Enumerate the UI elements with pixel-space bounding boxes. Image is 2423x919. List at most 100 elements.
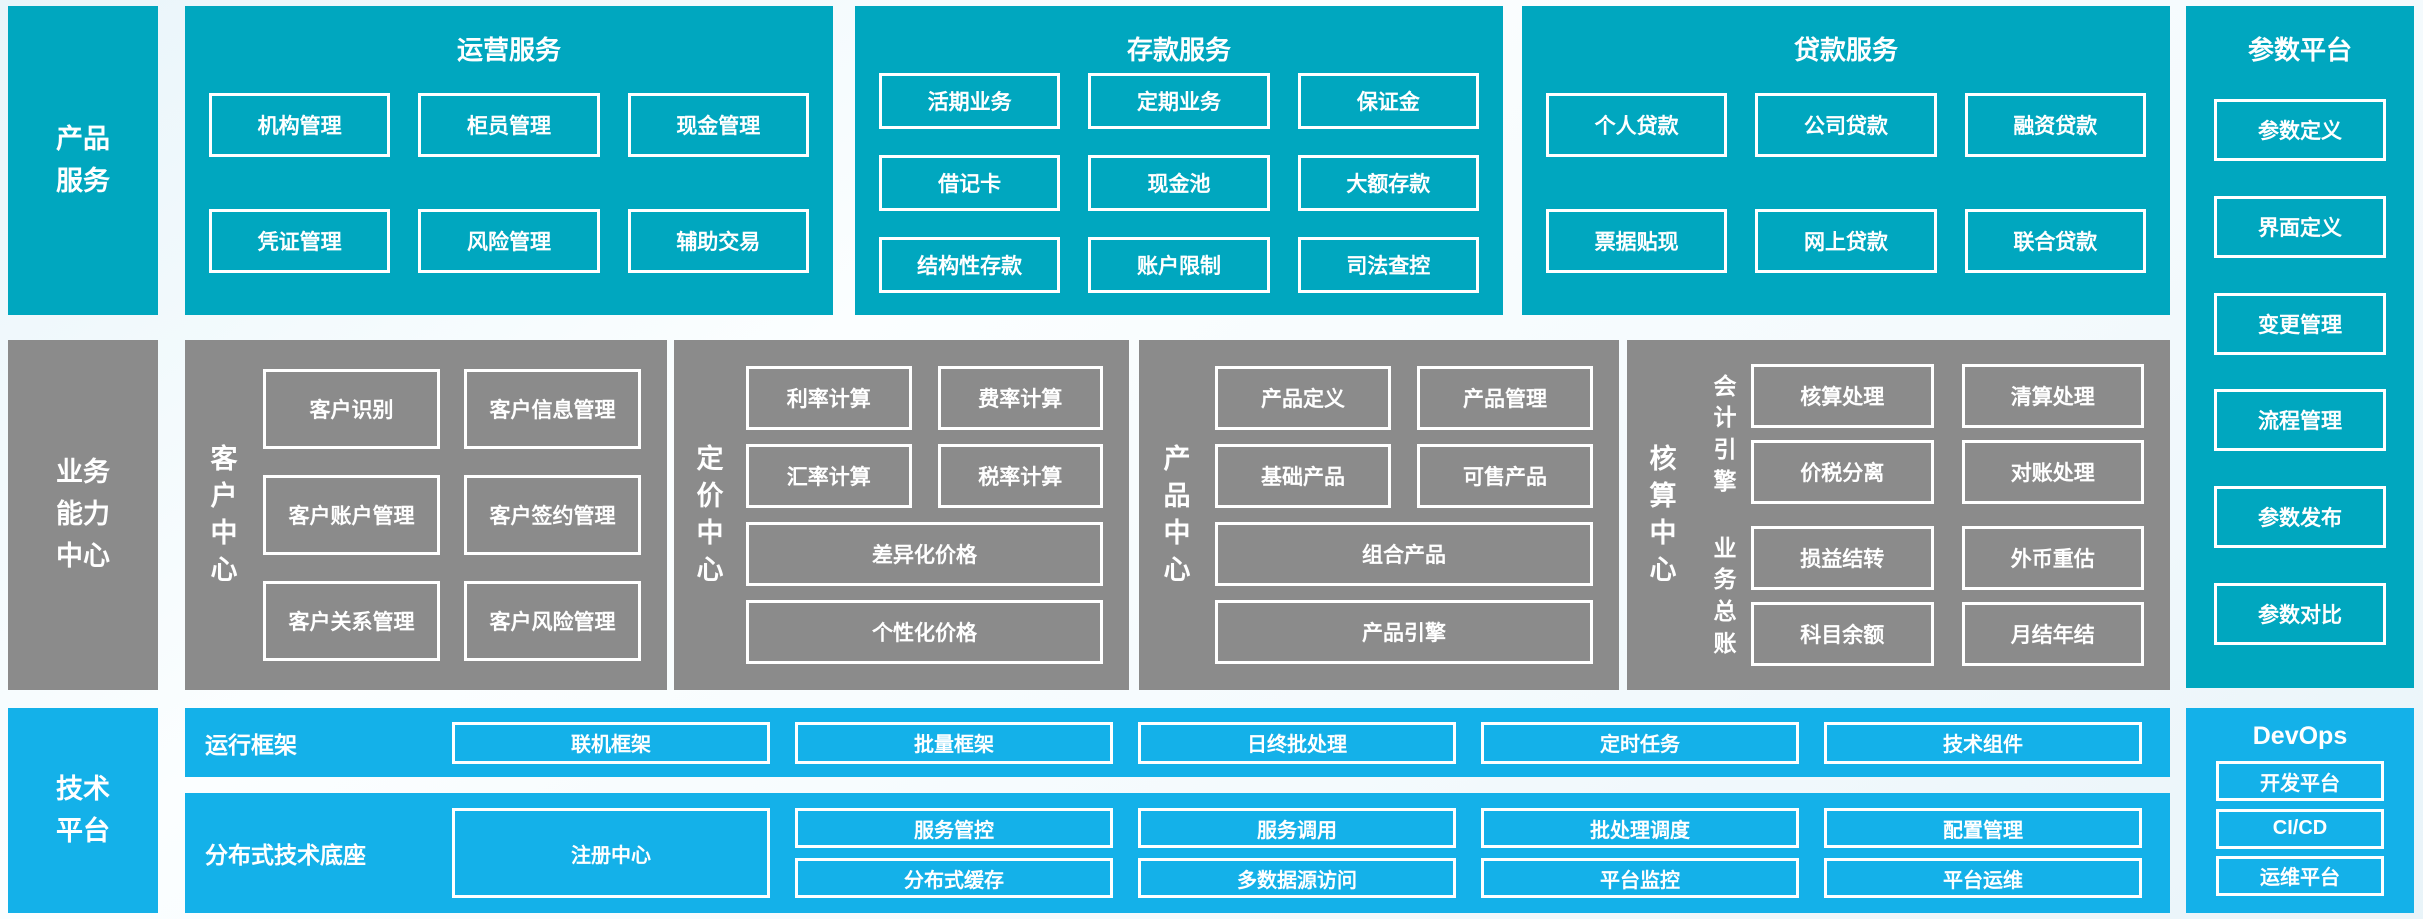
product-grid: 产品定义 产品管理 基础产品 可售产品 组合产品 产品引擎 bbox=[1215, 340, 1619, 690]
accounting-box: 价税分离 bbox=[1751, 440, 1934, 504]
product-box-wide: 组合产品 bbox=[1215, 522, 1593, 586]
runtime-grid: 联机框架 批量框架 日终批处理 定时任务 技术组件 bbox=[452, 721, 2142, 764]
devops-box: 运维平台 bbox=[2216, 855, 2384, 896]
accounting-box: 月结年结 bbox=[1961, 602, 2144, 666]
deposit-box: 结构性存款 bbox=[879, 236, 1061, 293]
deposit-box: 保证金 bbox=[1297, 72, 1479, 129]
band-label-business-capability-center: 业务能力中心 bbox=[8, 340, 158, 690]
foundation-box: 服务调用 bbox=[1138, 808, 1456, 848]
deposit-box: 活期业务 bbox=[879, 72, 1061, 129]
distributed-foundation-label: 分布式技术底座 bbox=[205, 842, 366, 868]
section-title: 参数平台 bbox=[2247, 35, 2352, 65]
band-label-text: 业务能力中心 bbox=[56, 457, 110, 571]
accounting-box: 外币重估 bbox=[1961, 526, 2144, 590]
deposit-box: 定期业务 bbox=[1088, 72, 1270, 129]
ops-box: 现金管理 bbox=[627, 92, 809, 157]
business-ledger-group: 业务总账 损益结转 外币重估 科目余额 月结年结 bbox=[1699, 526, 2144, 666]
band-label-tech-platform: 技术平台 bbox=[8, 708, 158, 913]
group-vertical-label: 会计引擎 bbox=[1713, 372, 1737, 494]
section-title: DevOps bbox=[2252, 722, 2348, 750]
center-vertical-label: 定价中心 bbox=[696, 443, 724, 586]
deposit-box: 账户限制 bbox=[1088, 236, 1270, 293]
section-title: 贷款服务 bbox=[1793, 35, 1898, 65]
customer-box: 客户识别 bbox=[263, 369, 440, 449]
pricing-grid: 利率计算 费率计算 汇率计算 税率计算 差异化价格 个性化价格 bbox=[746, 340, 1129, 690]
business-ledger-grid: 损益结转 外币重估 科目余额 月结年结 bbox=[1751, 526, 2144, 666]
product-box: 基础产品 bbox=[1215, 444, 1391, 508]
loan-box: 公司贷款 bbox=[1755, 92, 1937, 157]
pricing-box-wide: 差异化价格 bbox=[746, 522, 1103, 586]
section-product-center: 产品中心 产品定义 产品管理 基础产品 可售产品 组合产品 产品引擎 bbox=[1139, 340, 1619, 690]
product-box: 产品定义 bbox=[1215, 366, 1391, 430]
band-label-text: 产品服务 bbox=[56, 123, 110, 196]
runtime-box: 日终批处理 bbox=[1138, 721, 1456, 764]
center-vertical-label: 客户中心 bbox=[210, 443, 238, 586]
devops-box: CI/CD bbox=[2216, 808, 2384, 849]
registry-center-box: 注册中心 bbox=[452, 808, 770, 898]
customer-box: 客户账户管理 bbox=[263, 475, 440, 555]
section-loan-services: 贷款服务 个人贷款 公司贷款 融资贷款 票据贴现 网上贷款 联合贷款 bbox=[1522, 6, 2170, 315]
ops-box: 风险管理 bbox=[418, 208, 600, 273]
section-title: 运营服务 bbox=[456, 35, 561, 65]
accounting-engine-group: 会计引擎 核算处理 清算处理 价税分离 对账处理 bbox=[1699, 364, 2144, 504]
loan-box: 个人贷款 bbox=[1546, 92, 1728, 157]
customer-box: 客户签约管理 bbox=[464, 475, 641, 555]
deposit-box: 借记卡 bbox=[879, 154, 1061, 211]
devops-box: 开发平台 bbox=[2216, 761, 2384, 802]
section-pricing-center: 定价中心 利率计算 费率计算 汇率计算 税率计算 差异化价格 个性化价格 bbox=[674, 340, 1129, 690]
accounting-box: 清算处理 bbox=[1961, 364, 2144, 428]
section-title: 存款服务 bbox=[1126, 35, 1231, 65]
runtime-box: 定时任务 bbox=[1481, 721, 1799, 764]
foundation-box: 分布式缓存 bbox=[795, 858, 1113, 898]
accounting-box: 核算处理 bbox=[1751, 364, 1934, 428]
parameter-stack: 参数定义 界面定义 变更管理 流程管理 参数发布 参数对比 bbox=[2186, 64, 2414, 688]
runtime-box: 技术组件 bbox=[1824, 721, 2142, 764]
section-accounting-center: 核算中心 会计引擎 核算处理 清算处理 价税分离 对账处理 业务总账 损 bbox=[1627, 340, 2170, 690]
group-vertical-label: 业务总账 bbox=[1713, 534, 1737, 656]
param-box: 参数定义 bbox=[2214, 98, 2386, 161]
loan-box: 票据贴现 bbox=[1546, 208, 1728, 273]
section-parameter-platform: 参数平台 参数定义 界面定义 变更管理 流程管理 参数发布 参数对比 bbox=[2186, 6, 2414, 688]
accounting-engine-grid: 核算处理 清算处理 价税分离 对账处理 bbox=[1751, 364, 2144, 504]
pricing-box: 费率计算 bbox=[937, 366, 1103, 430]
deposit-grid: 活期业务 定期业务 保证金 借记卡 现金池 大额存款 结构性存款 账户限制 司法… bbox=[855, 64, 1503, 315]
loan-box: 网上贷款 bbox=[1755, 208, 1937, 273]
accounting-groups: 会计引擎 核算处理 清算处理 价税分离 对账处理 业务总账 损益结转 外币重估 … bbox=[1699, 340, 2170, 690]
deposit-box: 大额存款 bbox=[1297, 154, 1479, 211]
param-box: 参数对比 bbox=[2214, 583, 2386, 646]
foundation-box: 配置管理 bbox=[1824, 808, 2142, 848]
loan-grid: 个人贷款 公司贷款 融资贷款 票据贴现 网上贷款 联合贷款 bbox=[1522, 64, 2170, 315]
center-vertical-label: 核算中心 bbox=[1649, 443, 1677, 586]
pricing-box-wide: 个性化价格 bbox=[746, 600, 1103, 664]
devops-stack: 开发平台 CI/CD 运维平台 bbox=[2186, 754, 2414, 913]
section-distributed-foundation: 分布式技术底座 注册中心 服务管控 服务调用 批处理调度 配置管理 分布式缓存 … bbox=[185, 793, 2170, 913]
operations-grid: 机构管理 柜员管理 现金管理 凭证管理 风险管理 辅助交易 bbox=[185, 64, 833, 315]
center-vertical-label: 产品中心 bbox=[1163, 443, 1191, 586]
deposit-box: 现金池 bbox=[1088, 154, 1270, 211]
ops-box: 柜员管理 bbox=[418, 92, 600, 157]
band-label-product-services: 产品服务 bbox=[8, 6, 158, 315]
accounting-box: 损益结转 bbox=[1751, 526, 1934, 590]
product-box: 产品管理 bbox=[1417, 366, 1593, 430]
loan-box: 联合贷款 bbox=[1964, 208, 2146, 273]
section-operations-services: 运营服务 机构管理 柜员管理 现金管理 凭证管理 风险管理 辅助交易 bbox=[185, 6, 833, 315]
band-label-text: 技术平台 bbox=[56, 773, 110, 846]
foundation-box: 批处理调度 bbox=[1481, 808, 1799, 848]
param-box: 流程管理 bbox=[2214, 389, 2386, 452]
product-box: 可售产品 bbox=[1417, 444, 1593, 508]
section-customer-center: 客户中心 客户识别 客户信息管理 客户账户管理 客户签约管理 客户关系管理 客户… bbox=[185, 340, 667, 690]
foundation-box: 多数据源访问 bbox=[1138, 858, 1456, 898]
section-devops: DevOps 开发平台 CI/CD 运维平台 bbox=[2186, 708, 2414, 913]
param-box: 界面定义 bbox=[2214, 195, 2386, 258]
ops-box: 机构管理 bbox=[209, 92, 391, 157]
accounting-box: 对账处理 bbox=[1961, 440, 2144, 504]
foundation-box: 平台运维 bbox=[1824, 858, 2142, 898]
deposit-box: 司法查控 bbox=[1297, 236, 1479, 293]
customer-box: 客户关系管理 bbox=[263, 581, 440, 661]
foundation-grid: 注册中心 服务管控 服务调用 批处理调度 配置管理 分布式缓存 多数据源访问 平… bbox=[452, 808, 2142, 898]
customer-box: 客户信息管理 bbox=[464, 369, 641, 449]
foundation-box: 服务管控 bbox=[795, 808, 1113, 848]
product-box-wide: 产品引擎 bbox=[1215, 600, 1593, 664]
runtime-framework-label: 运行框架 bbox=[205, 731, 297, 758]
